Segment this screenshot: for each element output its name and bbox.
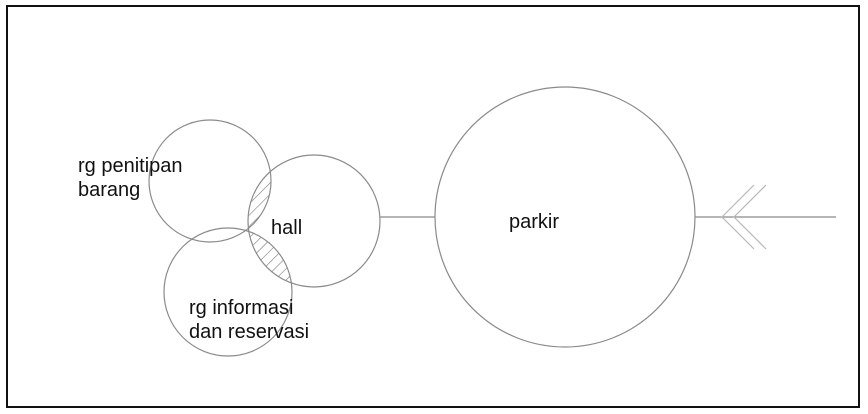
info-label: rg informasi dan reservasi	[189, 297, 310, 343]
storage-circle	[148, 119, 272, 243]
storage-label: rg penitipan barang	[78, 155, 183, 201]
parking-circle	[434, 86, 696, 348]
info-circle	[163, 227, 293, 357]
hall-circle	[247, 154, 381, 288]
entrance-arrow-head	[721, 184, 767, 250]
parking-label: parkir	[509, 211, 560, 233]
diagram-frame	[6, 5, 860, 408]
hall-label: hall	[271, 217, 303, 239]
